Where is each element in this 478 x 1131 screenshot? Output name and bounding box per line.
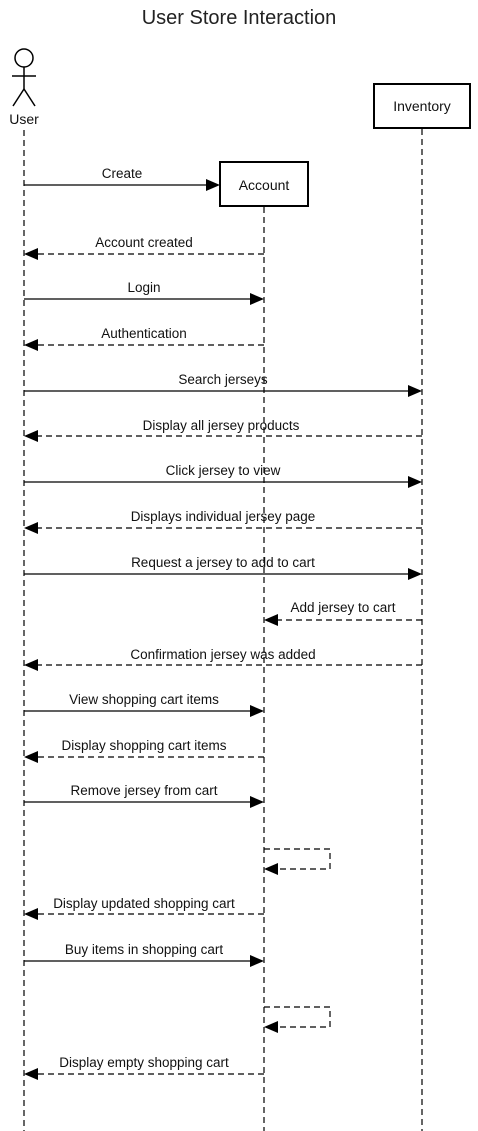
message-displays-individual-jersey-page: Displays individual jersey page <box>24 509 422 534</box>
message-buy-items-in-shopping-cart: Buy items in shopping cart <box>24 942 264 967</box>
self-message-process-purchase <box>264 1006 331 1033</box>
message-login: Login <box>24 280 264 305</box>
svg-text:View shopping cart items: View shopping cart items <box>69 692 219 707</box>
message-click-jersey-to-view: Click jersey to view <box>24 463 422 488</box>
message-request-jersey-add-to-cart: Request a jersey to add to cart <box>24 555 422 580</box>
account-participant: Account <box>219 161 309 207</box>
svg-text:Confirmation jersey was added: Confirmation jersey was added <box>130 647 315 662</box>
svg-text:Request a jersey to add to car: Request a jersey to add to cart <box>131 555 315 570</box>
message-display-all-jersey-products: Display all jersey products <box>24 418 422 442</box>
message-remove-jersey-from-cart: Remove jersey from cart <box>24 783 264 808</box>
message-create: Create <box>24 166 220 191</box>
user-actor-label: User <box>9 111 39 127</box>
svg-text:Authentication: Authentication <box>101 326 187 341</box>
svg-text:Add jersey to cart: Add jersey to cart <box>290 600 395 615</box>
svg-text:Displays individual jersey pag: Displays individual jersey page <box>131 509 316 524</box>
svg-text:Display empty shopping cart: Display empty shopping cart <box>59 1055 229 1070</box>
message-confirmation-jersey-added: Confirmation jersey was added <box>24 647 422 671</box>
account-participant-label: Account <box>239 177 290 193</box>
svg-text:Display shopping cart items: Display shopping cart items <box>61 738 226 753</box>
inventory-participant: Inventory <box>373 83 471 129</box>
svg-text:Remove jersey from cart: Remove jersey from cart <box>70 783 217 798</box>
message-display-shopping-cart-items: Display shopping cart items <box>24 738 264 763</box>
svg-text:Buy items in shopping cart: Buy items in shopping cart <box>65 942 224 957</box>
svg-text:Display all jersey products: Display all jersey products <box>143 418 300 433</box>
svg-text:Account created: Account created <box>95 235 193 250</box>
message-display-updated-shopping-cart: Display updated shopping cart <box>24 896 264 920</box>
message-add-jersey-to-cart: Add jersey to cart <box>264 600 422 626</box>
inventory-participant-label: Inventory <box>393 98 451 114</box>
message-account-created: Account created <box>24 235 264 260</box>
message-authentication: Authentication <box>24 326 264 351</box>
message-view-shopping-cart-items: View shopping cart items <box>24 692 264 717</box>
message-search-jerseys: Search jerseys <box>24 372 422 397</box>
user-actor-icon <box>12 48 36 107</box>
message-display-empty-shopping-cart: Display empty shopping cart <box>24 1055 264 1080</box>
svg-text:Create: Create <box>102 166 143 181</box>
svg-text:Click jersey to view: Click jersey to view <box>166 463 281 478</box>
svg-text:Search jerseys: Search jerseys <box>178 372 268 387</box>
diagram-title: User Store Interaction <box>142 7 337 29</box>
svg-text:Login: Login <box>127 280 160 295</box>
svg-text:Display updated shopping cart: Display updated shopping cart <box>53 896 235 911</box>
self-message-update-cart <box>264 848 331 875</box>
